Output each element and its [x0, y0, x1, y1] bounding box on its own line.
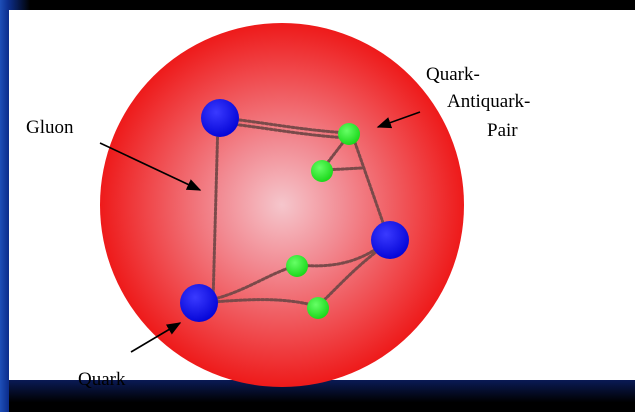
gluon-label: Gluon [26, 117, 74, 138]
pair-particle-lower-1 [286, 255, 308, 277]
pair-particle-top [338, 123, 360, 145]
pair-label-line2: Antiquark- [447, 91, 530, 112]
quark-top [201, 99, 239, 137]
pair-particle-mid [311, 160, 333, 182]
pair-label-line1: Quark- [426, 64, 480, 85]
pair-pointer-arrow [376, 111, 421, 129]
hadron-sphere [100, 23, 464, 387]
quark-bottom-left [180, 284, 218, 322]
gluon-chain-left [211, 118, 220, 304]
gluon-chain-right-top [350, 132, 390, 239]
quark-right [371, 221, 409, 259]
panel-bottom-shadow [9, 380, 635, 412]
pair-label-line3: Pair [487, 120, 518, 141]
pair-particle-lower-2 [307, 297, 329, 319]
quark-pointer-arrow [130, 322, 182, 353]
gluon-pointer-arrow [99, 142, 202, 191]
quark-label: Quark [78, 369, 126, 390]
